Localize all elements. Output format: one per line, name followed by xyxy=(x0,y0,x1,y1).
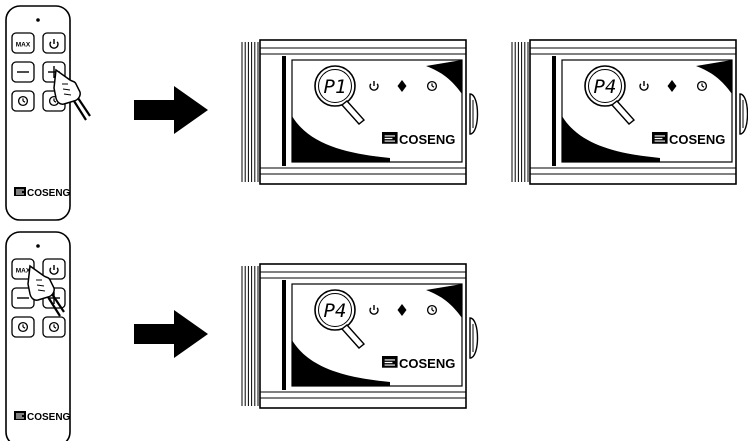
magnifier-icon xyxy=(314,289,366,349)
timer-right-button[interactable] xyxy=(42,316,66,338)
magnifier-icon xyxy=(314,65,366,125)
display-readout: P4 xyxy=(594,76,617,98)
display-readout: P1 xyxy=(324,76,347,98)
magnifier-icon xyxy=(584,65,636,125)
power-button[interactable] xyxy=(42,32,66,54)
heater-brand: COSENG xyxy=(381,355,455,371)
remote-brand: COSENG xyxy=(13,186,71,199)
svg-text:COSENG: COSENG xyxy=(669,132,725,147)
max-button[interactable]: MAX xyxy=(11,32,35,54)
remote-control-bottom: MAX COSENG xyxy=(5,231,71,441)
minus-button[interactable] xyxy=(11,61,35,83)
svg-text:MAX: MAX xyxy=(16,268,31,275)
svg-text:COSENG: COSENG xyxy=(27,412,71,423)
remote-brand: COSENG xyxy=(13,410,71,423)
svg-text:COSENG: COSENG xyxy=(399,132,455,147)
heater-brand: COSENG xyxy=(381,131,455,147)
remote-control-top: MAX COSENG xyxy=(5,5,92,221)
timer-left-button[interactable] xyxy=(11,316,35,338)
svg-text:COSENG: COSENG xyxy=(399,356,455,371)
svg-text:COSENG: COSENG xyxy=(27,188,71,199)
power-button[interactable] xyxy=(42,258,66,280)
heater-brand: COSENG xyxy=(651,131,725,147)
display-readout: P4 xyxy=(324,300,347,322)
arrow-right-icon xyxy=(134,310,208,358)
arrow-right-icon xyxy=(134,86,208,134)
svg-text:MAX: MAX xyxy=(16,42,31,49)
timer-left-button[interactable] xyxy=(11,90,35,112)
